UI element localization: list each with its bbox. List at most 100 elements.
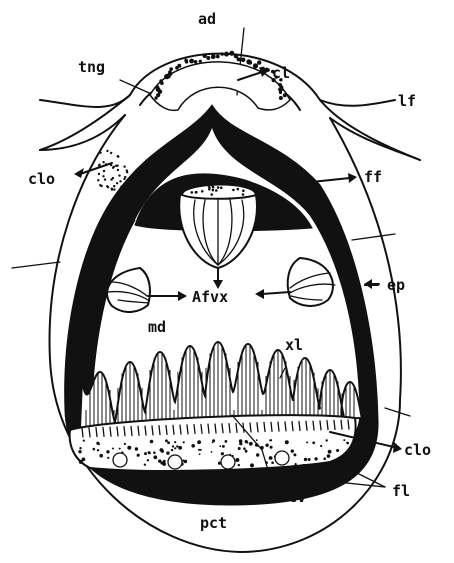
band-dot <box>328 450 332 454</box>
label-fl: fl <box>392 482 410 500</box>
band-dot <box>308 458 311 461</box>
cap-dot <box>159 79 163 83</box>
band-dot <box>93 448 96 451</box>
band-dot <box>176 445 178 447</box>
band-dot <box>239 439 243 443</box>
clo-stipple-dot <box>115 165 117 167</box>
cap-dot <box>189 59 194 64</box>
clo-stipple-dot <box>100 185 102 187</box>
band-dot <box>174 447 176 449</box>
cap-dot <box>169 67 173 71</box>
clo-stipple-dot <box>113 188 115 190</box>
band-dot <box>198 449 200 451</box>
cap-dot <box>237 57 241 61</box>
band-dot <box>343 455 345 457</box>
label-xl: xl <box>285 336 303 354</box>
band-dot <box>222 445 225 448</box>
band-dot <box>160 448 164 452</box>
band-dot <box>162 462 166 466</box>
band-dot <box>112 448 114 450</box>
band-dot <box>124 443 126 445</box>
clo-stipple-dot <box>110 152 112 154</box>
band-dot <box>304 458 307 461</box>
band-dot <box>342 460 345 463</box>
side-stroke-right-bottom <box>385 408 410 416</box>
upper-cap-dot <box>201 190 204 193</box>
band-dot <box>269 456 273 460</box>
band-dot <box>323 457 326 460</box>
upper-cap-dot <box>208 186 211 189</box>
cap-dot <box>194 60 198 64</box>
band-dot <box>265 444 268 447</box>
band-dot <box>336 449 339 452</box>
band-dot <box>302 464 305 467</box>
band-dot <box>235 458 239 462</box>
clo-stipple-dot <box>117 156 119 158</box>
cap-dot <box>177 64 181 68</box>
cap-dot <box>253 63 258 68</box>
arrowhead-ep <box>364 279 372 289</box>
band-dot <box>153 451 156 454</box>
clo-stipple-dot <box>103 170 105 172</box>
cap-dot <box>283 93 287 97</box>
upper-cap-dot <box>217 186 220 189</box>
cap-dot <box>185 60 189 64</box>
band-dot <box>106 450 109 453</box>
cap-dot <box>248 60 252 64</box>
cap-dot <box>241 58 246 63</box>
cap-dot <box>199 60 202 63</box>
label-afvx: Afvx <box>192 288 228 306</box>
band-dot <box>238 447 241 450</box>
arrowhead-clo-top <box>74 168 84 178</box>
clo-stipple-dot <box>126 169 128 171</box>
cap-dot <box>229 51 234 56</box>
arrow-right-to-afvx <box>262 292 290 294</box>
clo-stipple-dot <box>111 188 113 190</box>
band-dot <box>153 455 157 459</box>
label-clo-bottom: clo <box>404 441 431 459</box>
clo-stipple-dot <box>97 179 99 181</box>
cap-dot <box>203 54 207 58</box>
band-dot <box>158 459 161 462</box>
band-dot <box>82 458 86 462</box>
band-dot <box>327 454 331 458</box>
label-md: md <box>148 318 166 336</box>
label-cl: cl <box>272 64 290 82</box>
upper-cap-dot <box>243 185 246 188</box>
band-dot <box>326 439 328 441</box>
arrowhead-left-to-afvx <box>178 291 187 301</box>
clo-stipple-dot <box>113 185 115 187</box>
band-dot <box>219 445 221 447</box>
clo-stipple-dot <box>102 161 104 163</box>
band-dot <box>148 451 150 453</box>
band-dot <box>343 439 345 441</box>
clo-stipple-dot <box>104 178 106 180</box>
clo-stipple-dot <box>102 175 104 177</box>
band-dot <box>79 447 81 449</box>
cap-dot <box>216 55 220 59</box>
cap-dot <box>206 56 210 60</box>
upper-cap-dot <box>232 189 235 192</box>
clo-stipple-dot <box>106 185 108 187</box>
band-dot <box>221 452 224 455</box>
arrowhead-right-to-afvx <box>255 289 264 299</box>
clo-stipple-dot <box>123 178 125 180</box>
band-dot <box>238 464 240 466</box>
band-dot <box>225 440 228 443</box>
band-dot <box>144 464 146 466</box>
band-dot <box>174 441 176 443</box>
upper-cap-dot <box>211 184 214 187</box>
clo-stipple-dot <box>112 167 114 169</box>
pointer-clo-top <box>80 163 112 174</box>
band-dot <box>135 447 138 450</box>
left-lateral-organ <box>107 268 150 312</box>
upper-cap-dot <box>210 193 213 196</box>
right-lateral-organ <box>288 258 333 306</box>
upper-cap-dot <box>215 189 218 192</box>
band-dot <box>294 463 296 465</box>
band-dot <box>256 439 258 441</box>
lateral-fold-right <box>320 100 395 106</box>
band-dot <box>269 439 271 441</box>
